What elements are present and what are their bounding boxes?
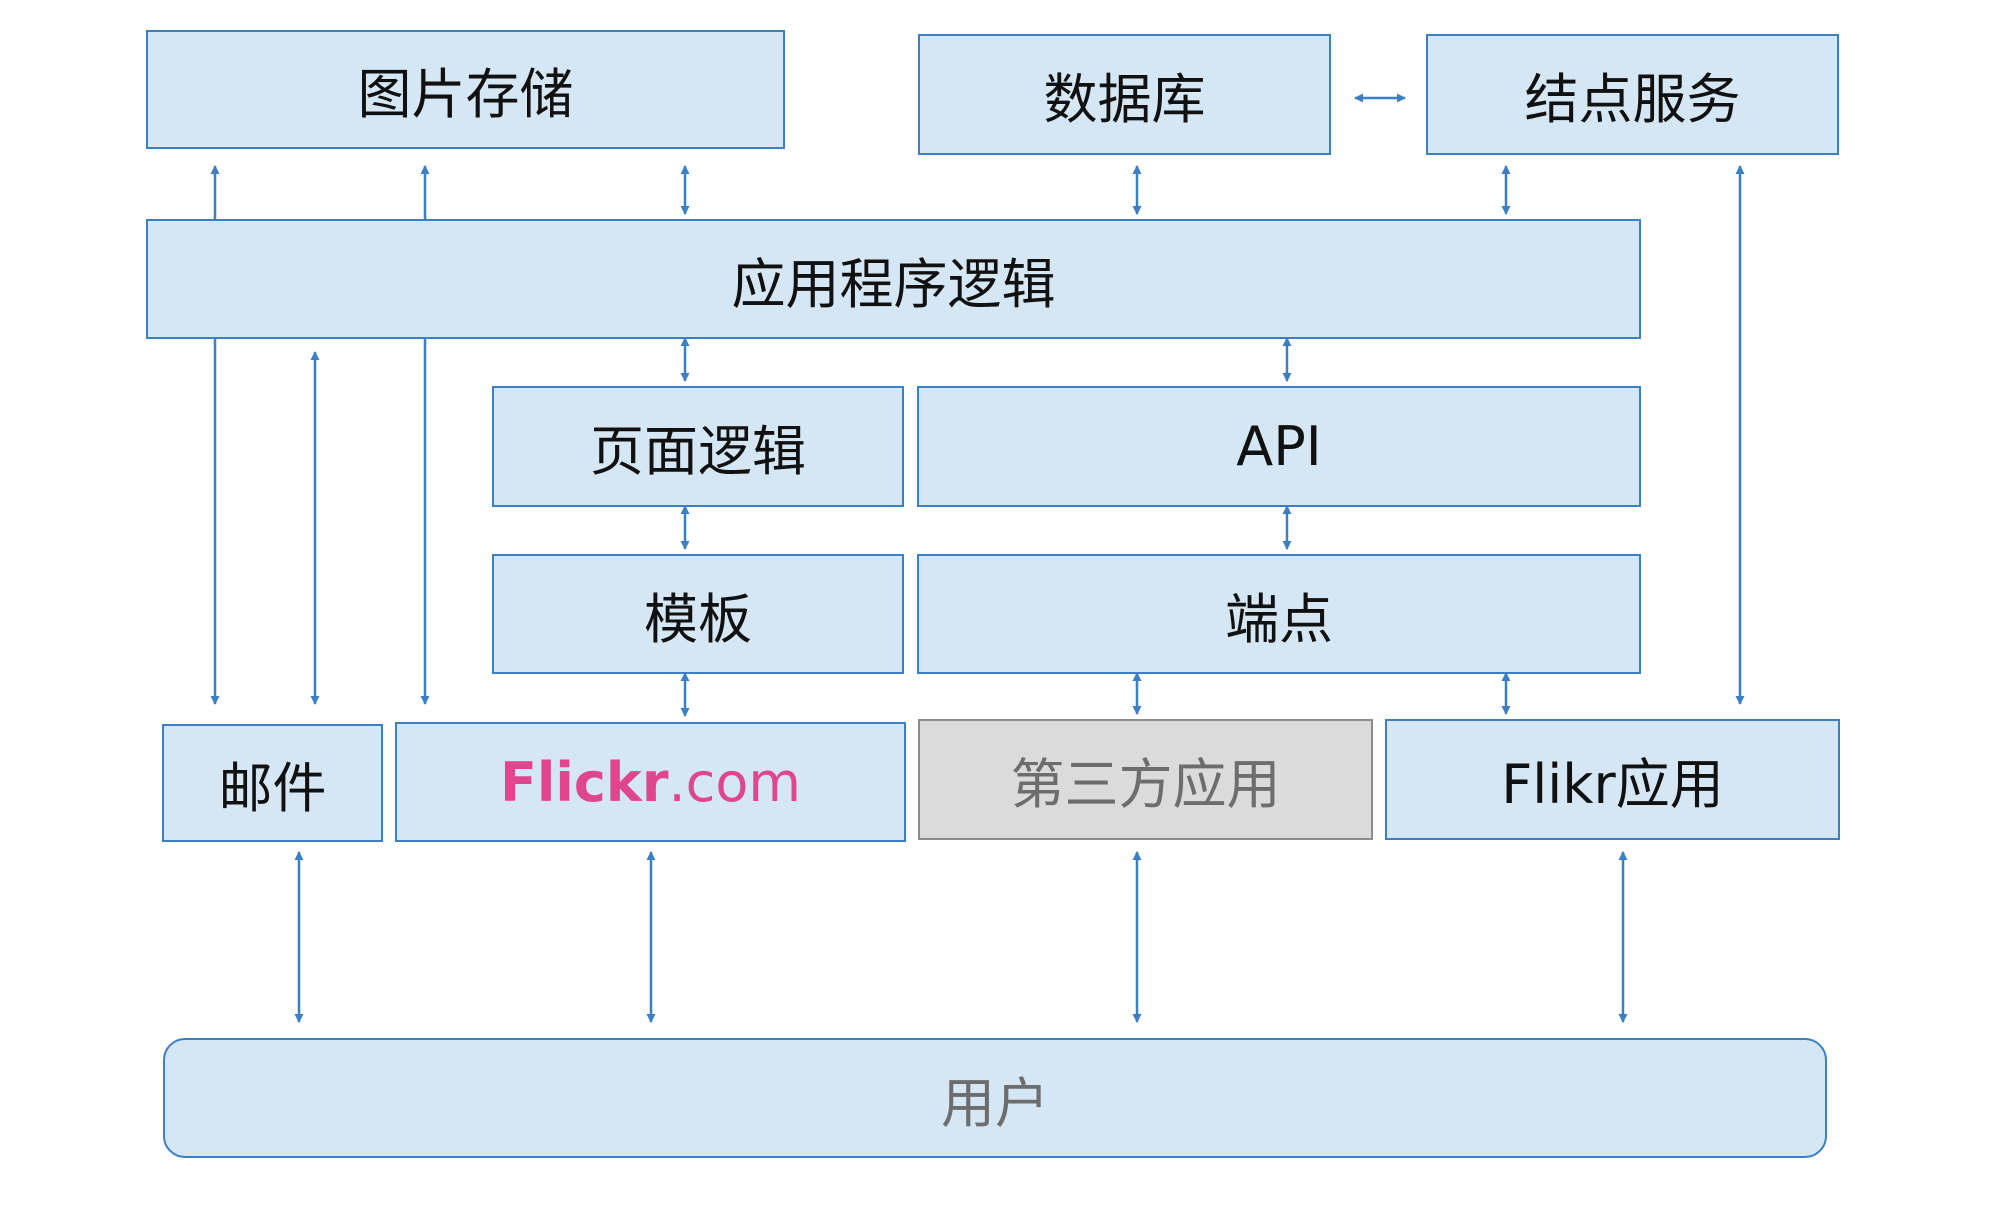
app-logic-label: 应用程序逻辑 [731,252,1056,316]
endpoint-label: 端点 [1225,587,1333,651]
mail-box: 邮件 [162,724,383,842]
third-party-app-box: 第三方应用 [918,719,1373,840]
api-box: API [917,386,1641,507]
node-service-box: 结点服务 [1426,34,1839,155]
page-logic-box: 页面逻辑 [492,386,904,507]
mail-label: 邮件 [218,756,327,820]
flikr-app-box: Flikr应用 [1385,719,1840,840]
page-logic-label: 页面逻辑 [590,420,806,483]
database-box: 数据库 [918,34,1331,155]
third-party-app-label: 第三方应用 [1010,753,1281,816]
template-label: 模板 [644,587,752,651]
image-storage-label: 图片存储 [357,63,574,126]
user-box: 用户 [163,1038,1827,1158]
database-label: 数据库 [1043,68,1206,131]
app-logic-box: 应用程序逻辑 [146,219,1641,339]
user-label: 用户 [941,1071,1049,1135]
image-storage-box: 图片存储 [146,30,785,149]
flickr-brand-text: Flickr [500,750,669,814]
flikr-app-label: Flikr应用 [1501,753,1724,816]
node-service-label: 结点服务 [1524,68,1741,131]
flickr-com-logo: Flickr.com [500,751,801,814]
api-label: API [1236,415,1322,478]
flickr-com-box: Flickr.com [395,722,906,842]
flickr-domain-text: .com [668,750,801,814]
template-box: 模板 [492,554,904,674]
endpoint-box: 端点 [917,554,1641,674]
